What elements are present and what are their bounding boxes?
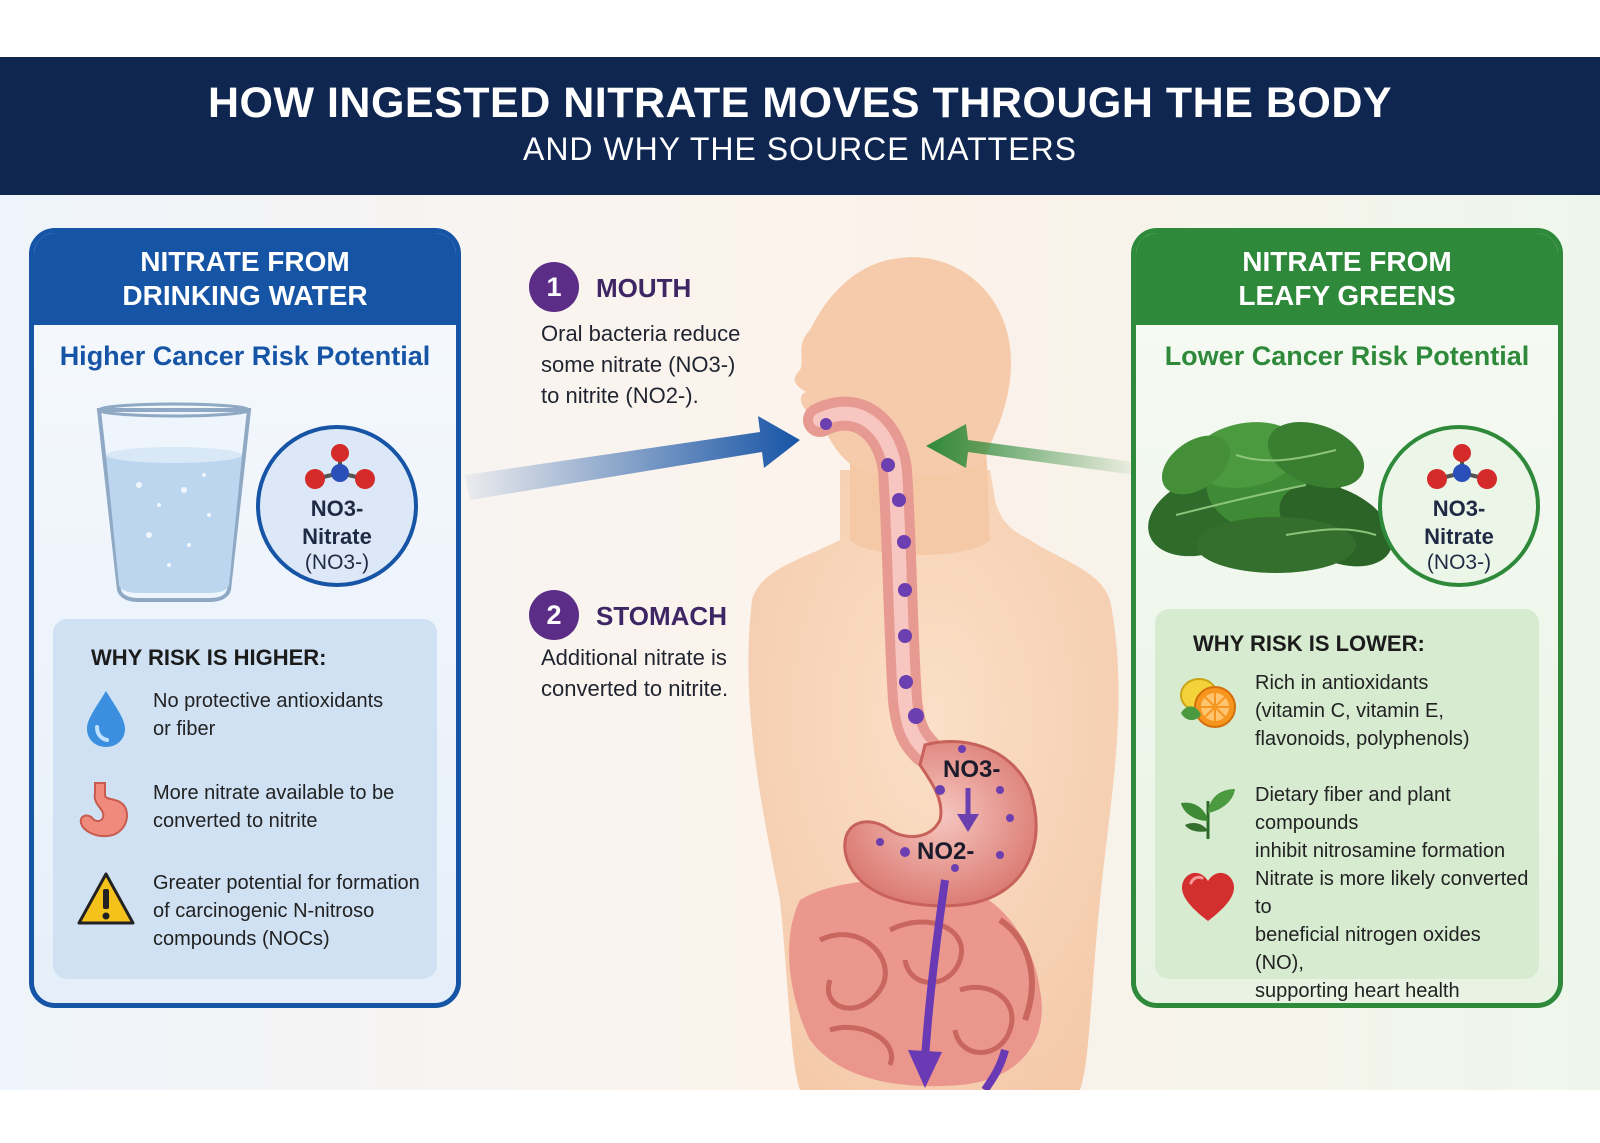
main-title: HOW INGESTED NITRATE MOVES THROUGH THE B… xyxy=(207,79,1393,127)
benefit-item-1-line1: Rich in antioxidants xyxy=(1255,672,1429,694)
why-risk-lower-title: WHY RISK IS LOWER: xyxy=(1193,631,1425,656)
subtitle: AND WHY THE SOURCE MATTERS xyxy=(522,131,1078,167)
heart-icon xyxy=(1182,872,1234,921)
greens-to-mouth-arrow xyxy=(926,424,1135,475)
why-risk-higher-title: WHY RISK IS HIGHER: xyxy=(91,645,327,670)
conversion-arrow xyxy=(957,788,979,832)
risk-item-3-line2: of carcinogenic N-nitroso xyxy=(153,900,375,922)
spinach-leaves-icon xyxy=(1148,422,1393,573)
intestines xyxy=(789,880,1042,1087)
step-1-badge: 1 xyxy=(529,262,579,312)
header-banner: HOW INGESTED NITRATE MOVES THROUGH THE B… xyxy=(0,57,1600,195)
drinking-water-panel-body: Higher Cancer Risk Potential xyxy=(34,325,456,1003)
drinking-water-panel-heading: NITRATE FROM DRINKING WATER xyxy=(34,233,456,325)
nitrate-molecule-icon xyxy=(305,444,375,489)
step-2-badge: 2 xyxy=(529,590,579,640)
nitrate-formula: NO3- xyxy=(1432,496,1486,521)
stomach-nitrite-label: NO2- xyxy=(917,838,975,865)
step-1-title: MOUTH xyxy=(596,273,692,303)
water-drop-icon xyxy=(87,691,125,747)
nitrate-particles-esophagus xyxy=(820,418,924,724)
drinking-water-panel: NITRATE FROM DRINKING WATER Higher Cance… xyxy=(29,228,461,1008)
benefit-item-3-line2: beneficial nitrogen oxides (NO), xyxy=(1255,924,1481,974)
water-glass-icon xyxy=(96,402,252,602)
nitrate-formula: NO3- xyxy=(310,496,364,521)
lower-risk-label: Lower Cancer Risk Potential xyxy=(1164,341,1530,371)
nitrate-name: Nitrate xyxy=(1424,524,1494,549)
why-risk-higher-box: WHY RISK IS HIGHER: No protective antiox… xyxy=(53,619,437,979)
risk-item-2-line2: converted to nitrite xyxy=(153,810,318,832)
why-risk-lower-box: WHY RISK IS LOWER: Rich in antioxidan xyxy=(1155,609,1539,1002)
step-2-title: STOMACH xyxy=(596,601,727,631)
nitrate-molecule-badge: NO3- Nitrate (NO3-) xyxy=(256,425,418,587)
benefit-item-2-line2: inhibit nitrosamine formation xyxy=(1255,840,1506,862)
step-2-line1: Additional nitrate is xyxy=(541,645,727,670)
benefit-item-2-line1: Dietary fiber and plant compounds xyxy=(1255,784,1451,834)
leafy-greens-panel-body: Lower Cancer Risk Potential xyxy=(1136,325,1558,1003)
step-2-description: Additional nitrate is converted to nitri… xyxy=(541,642,728,704)
benefit-item-1-line2: (vitamin C, vitamin E, xyxy=(1255,700,1444,722)
nitrate-formula-paren: (NO3-) xyxy=(1426,551,1492,574)
benefit-item-3-line3: supporting heart health xyxy=(1255,980,1460,1002)
stomach-nitrate-label: NO3- xyxy=(943,756,1001,783)
leafy-greens-panel: NITRATE FROM LEAFY GREENS Lower Cancer R… xyxy=(1131,228,1563,1008)
nitrate-name: Nitrate xyxy=(302,524,372,549)
downward-transit-arrow xyxy=(908,879,1009,1093)
leaf-plant-icon xyxy=(1181,789,1235,839)
stomach-organ xyxy=(843,739,1038,908)
warning-icon xyxy=(77,872,135,925)
step-1-line3: to nitrite (NO2-). xyxy=(541,383,699,408)
risk-item-1-line1: No protective antioxidants xyxy=(153,690,384,712)
step-2-line2: converted to nitrite. xyxy=(541,676,729,701)
risk-item-2-line1: More nitrate available to be xyxy=(153,782,395,804)
stomach-icon xyxy=(79,782,128,838)
risk-item-1-line2: or fiber xyxy=(153,718,216,740)
leafy-greens-panel-heading: NITRATE FROM LEAFY GREENS xyxy=(1136,233,1558,325)
step-1-description: Oral bacteria reduce some nitrate (NO3-)… xyxy=(541,318,740,411)
nitrate-formula-paren: (NO3-) xyxy=(304,551,370,574)
higher-risk-label: Higher Cancer Risk Potential xyxy=(59,341,431,371)
citrus-fruit-icon xyxy=(1180,678,1236,728)
step-1-line1: Oral bacteria reduce xyxy=(541,321,741,346)
bottom-margin xyxy=(0,1090,1600,1143)
benefit-item-3-line1: Nitrate is more likely converted to xyxy=(1255,868,1529,918)
benefit-item-1-line3: flavonoids, polyphenols) xyxy=(1255,728,1470,750)
heading-line-1: NITRATE FROM xyxy=(140,246,350,277)
nitrate-molecule-icon xyxy=(1427,444,1497,489)
esophagus-inner xyxy=(813,406,932,757)
heading-line-2: DRINKING WATER xyxy=(122,280,368,311)
heading-line-1: NITRATE FROM xyxy=(1242,246,1452,277)
risk-item-3-line1: Greater potential for formation xyxy=(153,872,420,894)
water-to-mouth-arrow xyxy=(465,416,800,500)
step-1-line2: some nitrate (NO3-) xyxy=(541,352,736,377)
heading-line-2: LEAFY GREENS xyxy=(1238,280,1456,311)
nitrate-molecule-badge: NO3- Nitrate (NO3-) xyxy=(1378,425,1540,587)
nitrate-particles-stomach xyxy=(876,745,1014,872)
risk-item-3-line3: compounds (NOCs) xyxy=(153,928,330,950)
